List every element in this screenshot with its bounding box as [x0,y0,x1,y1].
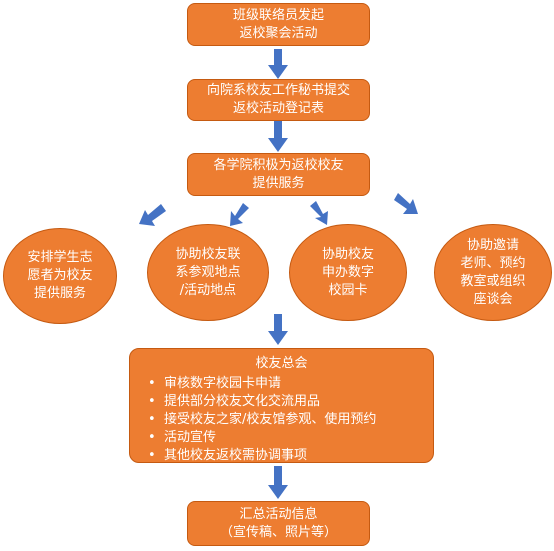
service-3-line-2: 申办数字 [321,264,374,280]
alumni-item-culture-supplies: 提供部分校友文化交流用品 [148,393,376,411]
final-line-1: 汇总活动信息 [239,506,318,522]
alumni-item-visit-booking: 接受校友之家/校友馆参观、使用预约 [148,411,376,429]
service-3-line-3: 校园卡 [328,282,368,298]
service-1-line-3: 提供服务 [33,286,86,301]
service-digital-campus-card: 协助校友 申办数字 校园卡 [289,224,407,321]
service-visit-venue: 协助校友联 系参观地点 /活动地点 [147,224,269,321]
step-1-line-1: 班级联络员发起 [232,7,324,23]
arrow-to-service-4 [394,193,418,214]
step-colleges-provide-service: 各学院积极为返校校友 提供服务 [187,153,370,196]
arrow-to-service-1 [139,204,166,226]
arrow-step2-to-step3 [268,121,288,152]
step-3-line-1: 各学院积极为返校校友 [213,157,344,173]
arrow-to-service-3 [310,201,328,225]
arrow-alumni-to-final [268,466,288,499]
arrow-step1-to-step2 [268,49,288,79]
service-1-line-2: 愿者为校友 [27,268,93,283]
service-2-line-2: 系参观地点 [175,264,241,280]
service-4-line-1: 协助邀请 [466,237,519,253]
step-1-line-2: 返校聚会活动 [239,25,318,41]
step-summarize-info: 汇总活动信息 （宣传稿、照片等） [187,501,370,546]
alumni-association-list: 审核数字校园卡申请 提供部分校友文化交流用品 接受校友之家/校友馆参观、使用预约… [148,375,376,465]
service-4-line-2: 老师、预约 [460,255,526,271]
service-4-line-4: 座谈会 [473,291,513,307]
service-invite-teachers: 协助邀请 老师、预约 教室或组织 座谈会 [434,224,552,321]
step-2-line-2: 返校活动登记表 [232,101,324,116]
arrow-to-service-2 [230,203,249,226]
alumni-association-title: 校友总会 [255,356,308,371]
arrow-services-to-alumni [268,314,288,345]
alumni-item-other-coordination: 其他校友返校需协调事项 [148,447,376,465]
alumni-item-review-card: 审核数字校园卡申请 [148,375,376,393]
service-3-line-1: 协助校友 [321,246,374,262]
step-3-line-2: 提供服务 [252,175,305,191]
service-student-volunteers: 安排学生志 愿者为校友 提供服务 [3,228,117,324]
alumni-association-box: 校友总会 审核数字校园卡申请 提供部分校友文化交流用品 接受校友之家/校友馆参观… [129,348,434,465]
service-1-line-1: 安排学生志 [27,250,93,265]
alumni-item-promotion: 活动宣传 [148,429,376,447]
service-4-line-3: 教室或组织 [460,273,526,289]
service-2-line-1: 协助校友联 [175,246,241,262]
step-submit-registration: 向院系校友工作秘书提交 返校活动登记表 [187,79,370,121]
final-line-2: （宣传稿、照片等） [219,524,337,540]
step-2-line-1: 向院系校友工作秘书提交 [206,83,350,98]
step-class-liaison-initiates: 班级联络员发起 返校聚会活动 [187,3,370,46]
service-2-line-3: /活动地点 [179,282,237,298]
